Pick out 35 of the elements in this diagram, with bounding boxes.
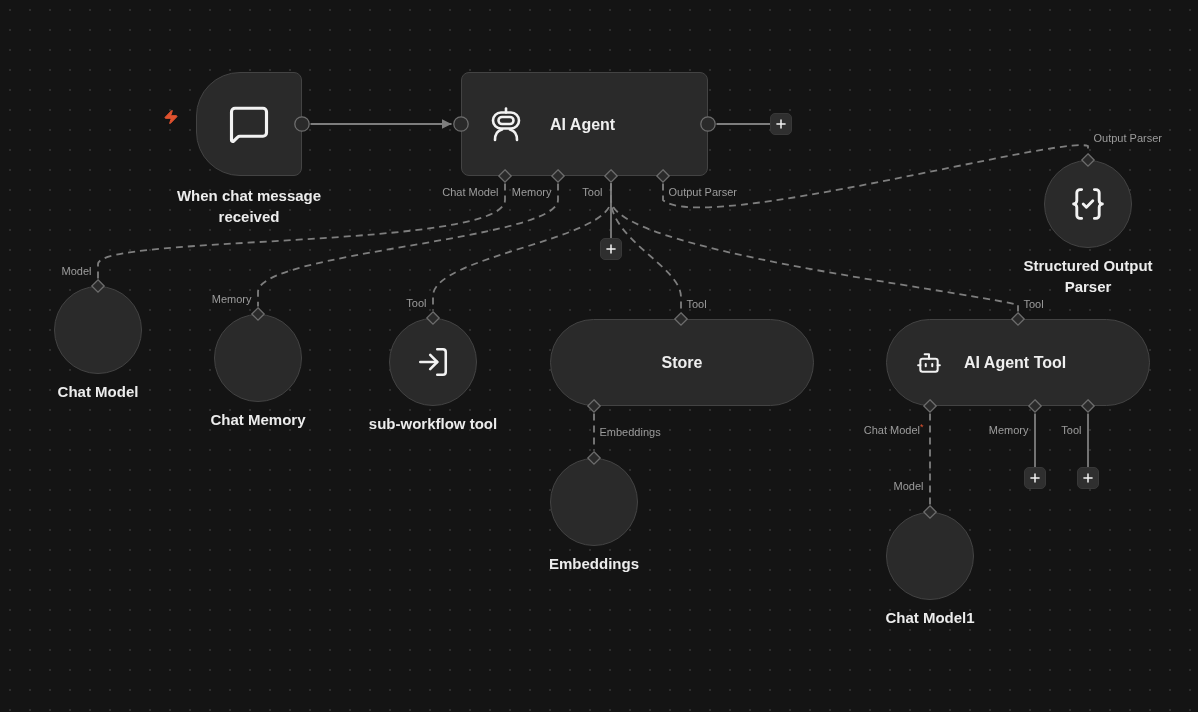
connector-line [1087,412,1089,468]
connector-line [715,123,771,125]
dashed-connector [929,412,931,506]
port-label: Memory [211,292,252,306]
node-title: sub-workflow tool [367,414,499,434]
port-label: Chat Model [442,185,499,199]
node-title: Structured Output Parser [1022,256,1154,297]
arrow [309,119,453,129]
port-label: Memory [511,185,552,199]
port-label: Model [893,479,924,493]
node-title: Chat Model [56,382,140,402]
port-label: Tool [686,297,707,311]
node-title: Store [661,353,703,373]
dashed-connector [257,182,559,308]
port-label: Output Parser [668,185,737,199]
port-label: Tool [1023,297,1044,311]
node-title: AI Agent [550,114,616,135]
dashed-connector [593,412,595,452]
dashed-connector [97,182,506,280]
node-title: Chat Memory [209,410,307,430]
port-label: Model [61,264,92,278]
port-label: Output Parser [1093,131,1162,145]
node-title: Chat Model1 [884,608,976,628]
dashed-connector [662,144,1089,209]
node-title: Embeddings [548,554,640,574]
port-label: Embeddings [599,425,661,439]
node-title: When chat message received [175,186,323,227]
port-label: Memory [988,423,1029,437]
port-label: Tool [582,185,603,199]
node-title: AI Agent Tool [964,353,1067,373]
port-label: Chat Model$^{*}$ [863,423,924,437]
connector-line [1034,412,1036,468]
port-label: Tool [1061,423,1082,437]
port-label: Tool [406,296,427,310]
dashed-connector [610,182,1019,313]
